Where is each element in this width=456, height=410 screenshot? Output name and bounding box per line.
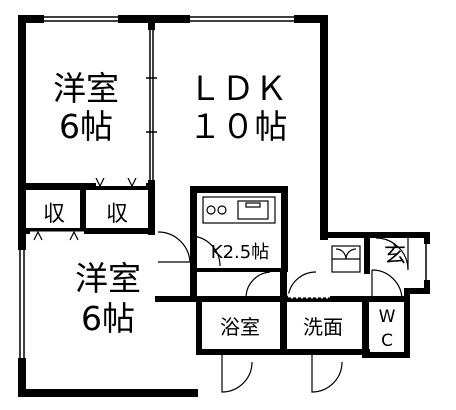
kitchen-wall-bottom bbox=[190, 268, 288, 272]
kitchen-fixtures bbox=[202, 196, 276, 224]
outer-wall-left bbox=[18, 15, 26, 397]
bathroom-label: 浴室 bbox=[220, 315, 260, 339]
wall-room-bottom bbox=[26, 183, 152, 190]
entrance-label: 玄 bbox=[384, 243, 406, 268]
windows bbox=[18, 15, 430, 358]
closet-doors bbox=[30, 177, 146, 241]
room2-right-wall bbox=[190, 232, 197, 302]
bath-wall-top bbox=[198, 296, 284, 302]
room-bottom-size: 6帖 bbox=[81, 299, 135, 338]
entrance-wall-top bbox=[320, 232, 430, 238]
room-top-name: 洋室 bbox=[53, 69, 119, 108]
closet-left-label: 収 bbox=[43, 202, 65, 227]
doors bbox=[155, 231, 409, 393]
kitchen-wall-left bbox=[190, 186, 197, 236]
kitchen-wall-top bbox=[190, 186, 287, 193]
room-top-size: 6帖 bbox=[59, 107, 113, 146]
ldk-size: １０帖 bbox=[189, 107, 288, 146]
window-top-ldk bbox=[190, 15, 294, 23]
sink-tap bbox=[245, 202, 261, 208]
room-labels: 洋室 6帖 ＬＤＫ １０帖 収 収 K2.5帖 玄 洋室 6帖 浴室 洗面 W … bbox=[43, 69, 406, 351]
stove-burner-2 bbox=[217, 205, 227, 215]
room-bottom-name: 洋室 bbox=[75, 259, 141, 298]
entrance-wall-bottom bbox=[404, 288, 430, 294]
outer-wall-top bbox=[18, 15, 328, 23]
closet-right-label: 収 bbox=[106, 202, 128, 227]
sink bbox=[237, 200, 269, 220]
wc-label-w: W bbox=[379, 307, 396, 327]
outer-wall-bottom-left bbox=[18, 389, 198, 397]
window-top-left bbox=[44, 15, 118, 23]
window-entrance bbox=[424, 244, 430, 280]
ldk-name: ＬＤＫ bbox=[189, 69, 288, 108]
counter bbox=[202, 196, 276, 224]
outer-wall-right-ldk bbox=[320, 15, 328, 240]
wc-wall-bottom bbox=[366, 352, 410, 358]
closet-right-wall bbox=[148, 183, 155, 235]
stove-burner-1 bbox=[206, 205, 216, 215]
washroom-label: 洗面 bbox=[303, 315, 343, 339]
kitchen-wall-right bbox=[281, 186, 288, 272]
wash-wc-divider bbox=[362, 296, 369, 358]
sliding-door-room-ldk bbox=[148, 30, 155, 180]
wc-wall-top bbox=[368, 296, 406, 302]
wc-label-c: C bbox=[381, 331, 393, 351]
walls bbox=[18, 15, 430, 397]
kitchen-label: K2.5帖 bbox=[211, 242, 269, 263]
bath-wall-left bbox=[196, 296, 202, 354]
wash-wall-top bbox=[287, 296, 365, 302]
closet-bottom bbox=[26, 228, 155, 234]
closet-divider bbox=[80, 190, 86, 232]
window-left-room2 bbox=[18, 250, 26, 358]
bath-wash-divider bbox=[280, 268, 287, 355]
room2-bottom-wall bbox=[155, 296, 202, 302]
wc-wall-right bbox=[404, 288, 410, 358]
entrance-divider bbox=[364, 232, 370, 274]
